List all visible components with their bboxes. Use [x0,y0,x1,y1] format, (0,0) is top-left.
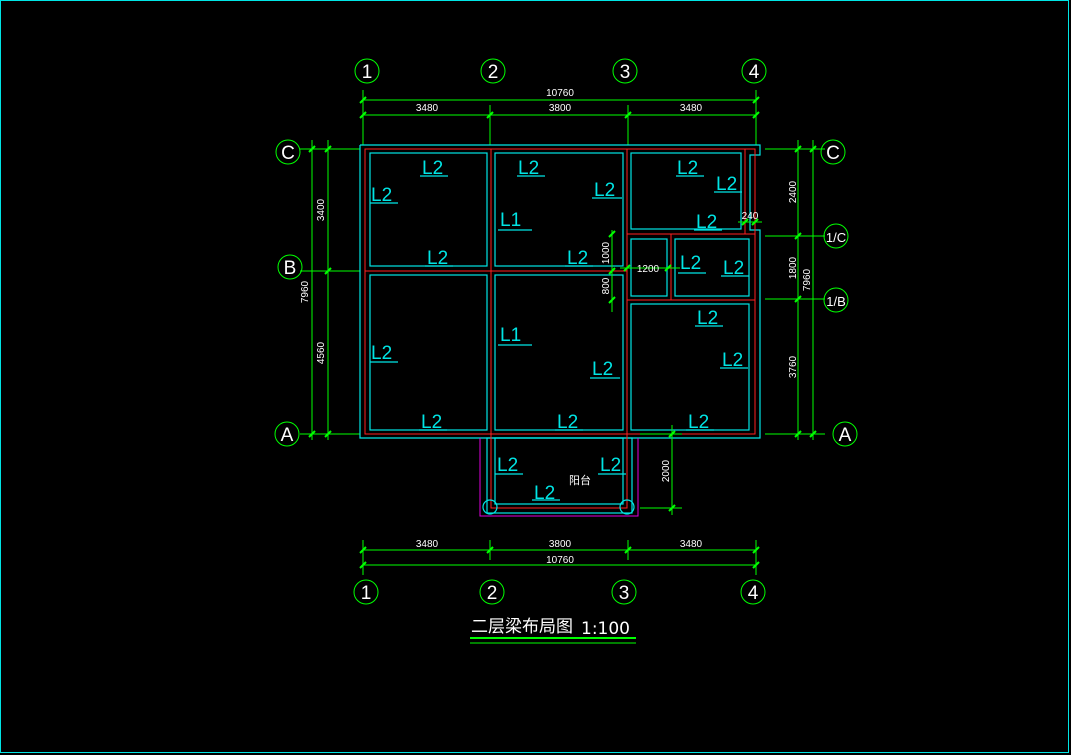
top-dimensions: 10760 3480 3800 3480 [359,88,760,145]
grid-bubble-b-left: B [284,258,297,279]
walls [359,144,761,514]
grid-bubble-4-bottom: 4 [748,583,759,604]
bottom-grid-bubbles: 1 2 3 4 [353,579,766,605]
dim-1000: 1000 [601,241,612,264]
beam-label: L2 [696,212,717,233]
right-grid-bubbles: C 1/C 1/B A [820,139,858,447]
beam-label: L1 [500,210,521,231]
bottom-total-dim: 10760 [546,555,574,566]
right-dim-1: 2400 [788,180,799,203]
grid-bubble-1b-right: 1/B [826,294,846,309]
right-dim-3: 3760 [788,355,799,378]
left-dim-1: 3400 [316,198,327,221]
beam-label: L2 [680,253,701,274]
top-dim-3: 3480 [680,103,703,114]
beam-label: L2 [600,455,621,476]
beam-label: L2 [677,158,698,179]
balcony-dimension: 2000 [640,425,682,515]
beam-label: L2 [421,412,442,433]
beam-label: L2 [723,258,744,279]
beam-label: L2 [697,308,718,329]
left-dim-2: 4560 [316,341,327,364]
bottom-dimensions: 3480 3800 3480 10760 [359,539,760,575]
bottom-dim-1: 3480 [416,539,439,550]
inner-dimensions: 1000 800 1200 240 [601,211,762,312]
beam-label: L2 [567,248,588,269]
dim-800: 800 [601,277,612,294]
beam-label: L2 [371,185,392,206]
beam-label: L2 [427,248,448,269]
grid-bubble-1-bottom: 1 [361,583,372,604]
top-dim-2: 3800 [549,103,572,114]
grid-bubble-3-bottom: 3 [619,583,630,604]
balcony-label: 阳台 [569,473,591,487]
grid-bubble-a-left: A [281,425,294,446]
beam-labels: L2 L2 L2 L2 L2 L2 L1 L2 L2 L2 L2 L2 L2 L… [370,158,749,504]
right-dimensions: 2400 1800 3760 7960 [765,140,825,440]
grid-bubble-2-bottom: 2 [487,583,498,604]
bottom-dim-3: 3480 [680,539,703,550]
grid-bubble-a-right: A [839,425,852,446]
beam-label: L2 [534,483,555,504]
beam-label: L2 [497,455,518,476]
beam-label: L2 [722,350,743,371]
grid-bubble-4-top: 4 [749,62,760,83]
right-total-dim: 7960 [802,268,813,291]
grid-bubble-1c-right: 1/C [826,230,846,245]
grid-bubble-1-top: 1 [362,62,373,83]
top-dim-1: 3480 [416,103,439,114]
beam-label: L2 [422,158,443,179]
left-total-dim: 7960 [300,280,311,303]
beam-label: L2 [594,180,615,201]
dim-1200: 1200 [637,264,660,275]
right-dim-2: 1800 [788,256,799,279]
beam-label: L2 [557,412,578,433]
beam-label: L2 [688,412,709,433]
title-scale: 1:100 [581,619,630,639]
grid-bubble-c-right: C [826,143,840,164]
drawing-title: 二层梁布局图 1:100 [470,617,636,644]
grid-bubble-2-top: 2 [488,62,499,83]
grid-bubble-c-left: C [281,143,295,164]
dim-2000: 2000 [661,459,672,482]
left-grid-bubbles: C B A [274,139,303,447]
balcony-outline: 阳台 [479,438,639,517]
beam-label: L2 [371,343,392,364]
beam-label: L2 [716,174,737,195]
beam-label: L2 [518,158,539,179]
grid-bubble-3-top: 3 [620,62,631,83]
left-dimensions: 7960 3400 4560 [300,140,360,440]
dim-240: 240 [742,211,759,222]
top-grid-bubbles: 1 2 3 4 [354,58,767,84]
top-total-dim: 10760 [546,88,574,99]
title-text: 二层梁布局图 [471,617,573,637]
beam-label: L1 [500,325,521,346]
beam-centerlines [364,148,756,509]
beam-label: L2 [592,359,613,380]
bottom-dim-2: 3800 [549,539,572,550]
